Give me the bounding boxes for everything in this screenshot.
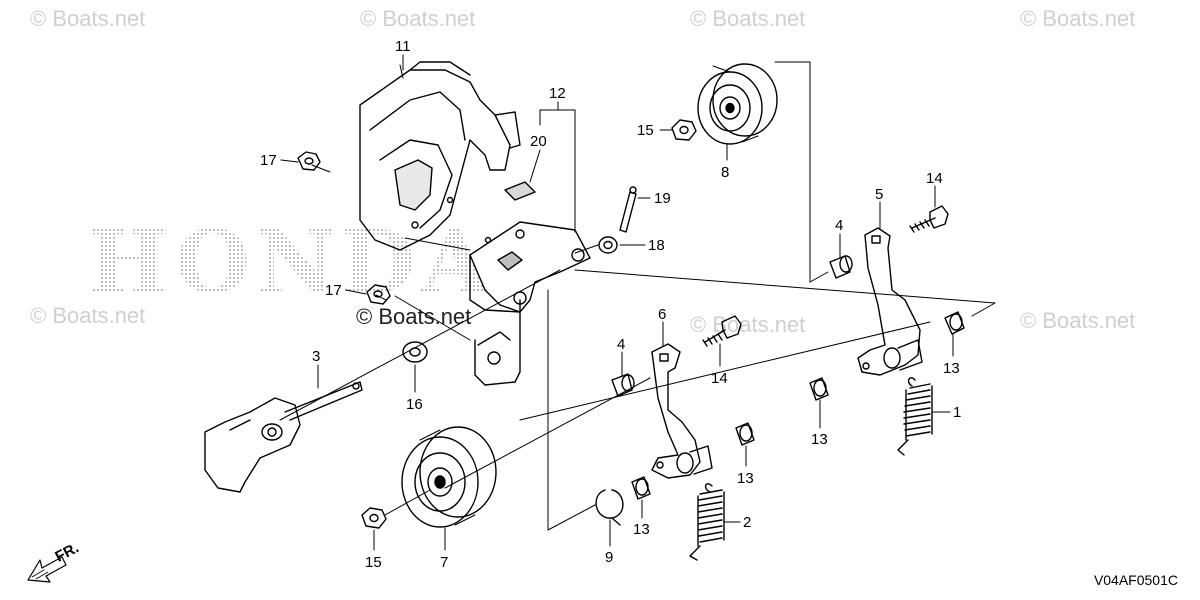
callout-6: 6 [658,306,666,323]
flange-nut-part-15-upper [671,119,697,141]
collar-part-13-d [631,476,651,500]
callout-3: 3 [312,348,320,365]
callout-9: 9 [605,549,613,566]
callout-14-lower: 14 [711,370,728,387]
lever-part-3 [204,381,363,493]
clip-part-9 [595,489,624,526]
watermark: © Boats.net [30,6,146,31]
callout-2: 2 [743,514,751,531]
watermark: © Boats.net [1020,308,1136,333]
callout-11: 11 [395,38,411,55]
bolt-part-14-lower [702,315,742,347]
collar-part-13-b [809,377,829,401]
callout-5: 5 [875,186,883,203]
diagram-code: V04AF0501C [1093,572,1178,588]
callout-13-b: 13 [811,431,828,448]
washer-part-16 [402,341,428,363]
watermark: © Boats.net [360,6,476,31]
tension-arm-part-5 [857,227,923,376]
callout-16: 16 [406,396,423,413]
callout-13-c: 13 [737,470,754,487]
callout-13-a: 13 [943,360,960,377]
collar-part-13-a [944,311,965,335]
spring-part-1 [897,377,933,456]
callout-20: 20 [530,133,547,150]
front-arrow-icon [27,556,67,583]
callout-leaders [280,54,954,551]
collar-part-13-c [735,422,755,446]
callout-1: 1 [953,404,961,421]
flange-nut-part-17-upper [297,151,321,171]
callout-7: 7 [440,554,448,571]
bracket-part-12 [469,221,591,386]
collar-part-4-upper [829,255,853,279]
watermark: © Boats.net [690,6,806,31]
callout-12: 12 [549,85,566,102]
callout-4-lower: 4 [617,336,625,353]
watermark: © Boats.net [30,303,146,328]
callout-14-upper: 14 [926,170,943,187]
callout-4-upper: 4 [835,217,843,234]
flange-nut-part-15-lower [361,507,387,529]
collar-part-4-lower [611,373,635,397]
spring-part-2 [689,483,725,561]
belt-cover-part-11 [359,61,521,251]
watermark: © Boats.net [690,312,806,337]
callout-15-lower: 15 [365,554,382,571]
callout-15-upper: 15 [637,122,654,139]
callout-17-upper: 17 [260,152,277,169]
callout-labels: 11 12 20 17 17 19 18 3 16 15 8 14 5 4 6 … [260,38,961,571]
tension-arm-part-6 [651,343,713,479]
idler-pulley-part-8 [697,63,778,145]
bolt-part-14-upper [909,205,949,233]
flange-nut-part-17-lower [366,284,391,305]
callout-8: 8 [721,164,729,181]
brand-logo-watermark: HONDA [88,212,495,313]
callout-13-d: 13 [633,521,650,538]
cotter-pin-part-19 [619,186,637,233]
watermark-center: © Boats.net [356,304,472,330]
watermark: © Boats.net [1020,6,1136,31]
callout-18: 18 [648,237,665,254]
callout-17-lower: 17 [325,282,342,299]
pad-part-20 [504,181,536,201]
idler-pulley-part-7 [401,426,497,528]
washer-part-18 [598,236,618,254]
callout-19: 19 [654,190,671,207]
